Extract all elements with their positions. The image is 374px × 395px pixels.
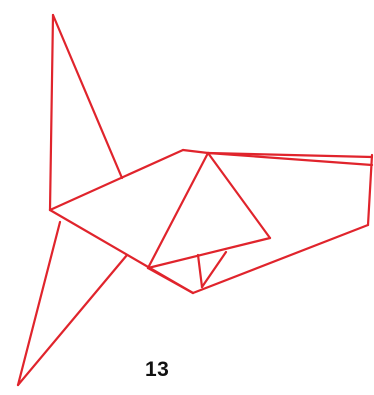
upper-wing-outer-edge	[53, 15, 122, 178]
step-number: 13	[145, 358, 185, 382]
pocket-left-edge	[148, 268, 193, 293]
body-top-edge-right	[183, 150, 208, 153]
kite-left-edge	[148, 153, 208, 268]
body-top-edge	[50, 150, 183, 210]
upper-wing-inner-edge	[50, 15, 53, 210]
kite-bottom-edge	[148, 238, 270, 268]
kite-right-edge	[208, 153, 270, 238]
pocket-crease	[198, 255, 202, 287]
tail-bottom-edge	[193, 225, 368, 293]
